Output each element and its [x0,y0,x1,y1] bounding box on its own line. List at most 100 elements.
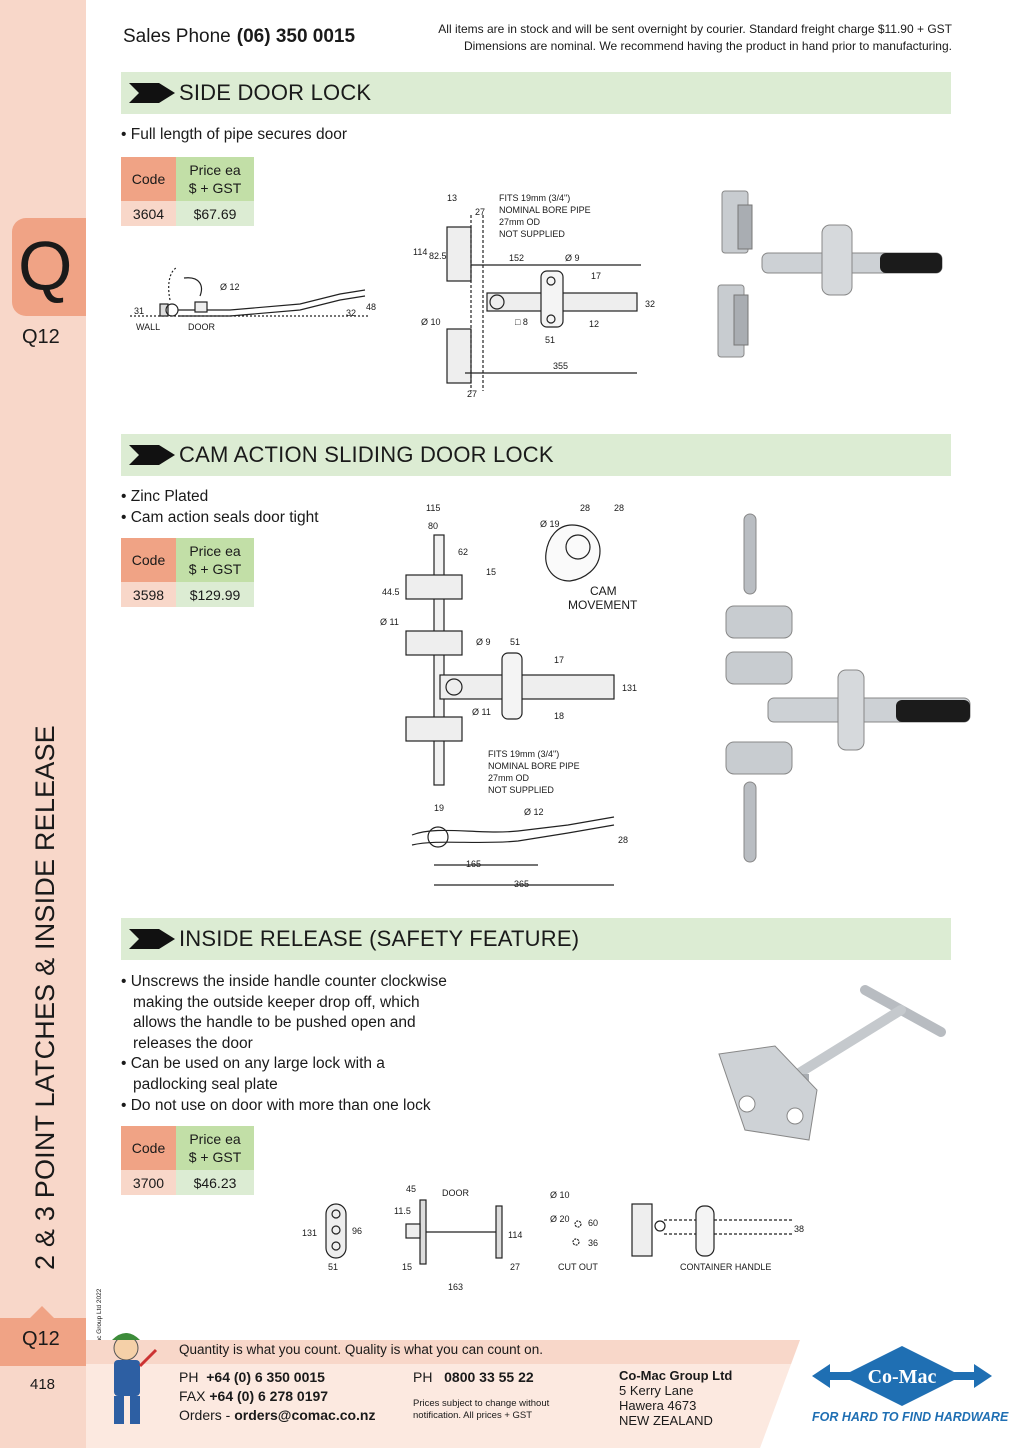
label-dim: 17 [591,271,601,281]
label-fits: 27mm OD [488,773,530,783]
orders-email[interactable]: orders@comac.co.nz [234,1407,376,1423]
label-door: DOOR [442,1188,470,1198]
freight-line-1: All items are in stock and will be sent … [438,22,952,36]
feature-list: • Full length of pipe secures door [121,125,347,146]
section-ref-bottom-tab: Q12 [0,1306,86,1366]
label-dim: 38 [794,1224,804,1234]
label-diameter: Ø 11 [380,617,399,627]
label-fits: NOMINAL BORE PIPE [488,761,580,771]
arrow-icon [129,929,175,949]
fax-number: +64 (0) 6 278 0197 [209,1388,329,1404]
label-dim: 28 [618,835,628,845]
label-dim: 165 [466,859,481,869]
label-dim: 28 [580,503,590,513]
cam-lock-photo [725,513,971,863]
product-price: $67.69 [176,201,254,226]
vertical-section-title: 2 & 3 POINT LATCHES & INSIDE RELEASE [30,725,60,1270]
feature-item: making the outside keeper drop off, whic… [133,993,420,1011]
label-dim: 60 [588,1218,598,1228]
feature-item: • Zinc Plated [121,488,209,505]
section-ref: Q12 [22,326,60,348]
company-address: Co-Mac Group Ltd 5 Kerry Lane Hawera 467… [619,1368,733,1428]
comac-logo: Co-Mac [812,1346,992,1406]
product-code: 3604 [121,201,176,226]
mascot-icon [112,1333,158,1424]
label-diameter: Ø 9 [565,253,580,263]
label-diameter: Ø 12 [524,807,544,817]
label-fits: NOT SUPPLIED [488,785,554,795]
arrow-icon [129,445,175,465]
label-dim: 365 [514,879,529,889]
phone-number: +64 (0) 6 350 0015 [206,1369,325,1385]
label-fits: NOMINAL BORE PIPE [499,205,591,215]
inside-release-photo [718,985,946,1141]
label-dim: 45 [406,1184,416,1194]
side-door-lock-photo [717,190,943,358]
cam-lock-diagram: 115 80 62 15 44.5 Ø 11 28 28 Ø 19 CAM MO… [380,503,638,889]
label-dim: 51 [510,637,520,647]
label-dim: 62 [458,547,468,557]
label-diameter: Ø 20 [550,1214,570,1224]
label-dim: 131 [622,683,637,693]
label-dim: 114 [413,247,427,257]
label-dim: 28 [614,503,624,513]
label-dim: 152 [509,253,524,263]
price-table: Code Price ea$ + GST 3598 $129.99 [121,538,254,607]
product-code: 3598 [121,582,176,607]
sales-phone: Sales Phone(06) 350 0015 [123,26,355,48]
label-dim: 163 [448,1282,463,1292]
label-diameter: Ø 11 [472,707,491,717]
product-code: 3700 [121,1170,176,1195]
section-ref-bottom: Q12 [22,1328,60,1350]
label-dim: 114 [508,1230,522,1240]
code-header: Code [121,1126,176,1170]
label-dim: 115 [426,503,440,513]
feature-item: allows the handle to be pushed open and [133,1014,416,1032]
label-dim: 51 [545,335,555,345]
section-banner-cam-action: CAM ACTION SLIDING DOOR LOCK [121,434,951,476]
section-letter: Q [18,227,73,305]
feature-item: • Cam action seals door tight [121,508,319,526]
label-fits: NOT SUPPLIED [499,229,565,239]
feature-list: • Unscrews the inside handle counter clo… [121,972,447,1116]
arrow-icon [129,83,175,103]
orders-label: Orders - [179,1407,231,1423]
contact-column: PH +64 (0) 6 350 0015 FAX +64 (0) 6 278 … [179,1368,376,1425]
feature-item: padlocking seal plate [133,1075,278,1093]
label-dim: 80 [428,521,438,531]
product-price: $129.99 [176,582,254,607]
side-view-diagram: WALL DOOR Ø 12 31 32 48 [130,267,376,332]
feature-item: releases the door [133,1034,253,1052]
label-dim: 48 [366,302,376,312]
label-dim: 13 [447,193,457,203]
inside-release-diagram: 131 96 51 45 DOOR 11.5 114 15 27 163 Ø 1… [302,1184,804,1292]
feature-item: • Can be used on any large lock with a [121,1055,385,1073]
feature-item: • Unscrews the inside handle counter clo… [121,973,447,990]
label-dim: 36 [588,1238,598,1248]
front-view-diagram: 13 27 FITS 19mm (3/4") NOMINAL BORE PIPE… [413,193,655,399]
label-dim: 44.5 [382,587,400,597]
label-dim: □ 8 [515,317,528,327]
feature-item: • Do not use on door with more than one … [121,1096,431,1114]
label-fits: 27mm OD [499,217,541,227]
section-tab [12,218,86,316]
label-dim: 32 [346,308,356,318]
label-diameter: Ø 12 [220,282,240,292]
label-dim: 31 [134,306,144,316]
label-dim: 12 [589,319,599,329]
label-dim: 96 [352,1226,362,1236]
freight-line-2: Dimensions are nominal. We recommend hav… [463,39,952,53]
price-header: Price ea$ + GST [176,538,254,582]
section-title: SIDE DOOR LOCK [179,80,372,105]
section-banner-side-door-lock: SIDE DOOR LOCK [121,72,951,114]
label-dim: 27 [467,389,477,399]
label-dim: 27 [510,1262,520,1272]
label-door: DOOR [188,322,216,332]
pricing-note: Prices subject to change without notific… [413,1398,550,1421]
price-header: Price ea$ + GST [176,157,254,201]
ph2-label: PH [413,1369,433,1385]
price-table: Code Price ea$ + GST 3604 $67.69 [121,157,254,226]
code-header: Code [121,538,176,582]
label-cam: CAM [590,584,617,598]
feature-list: • Zinc Plated • Cam action seals door ti… [121,487,319,528]
